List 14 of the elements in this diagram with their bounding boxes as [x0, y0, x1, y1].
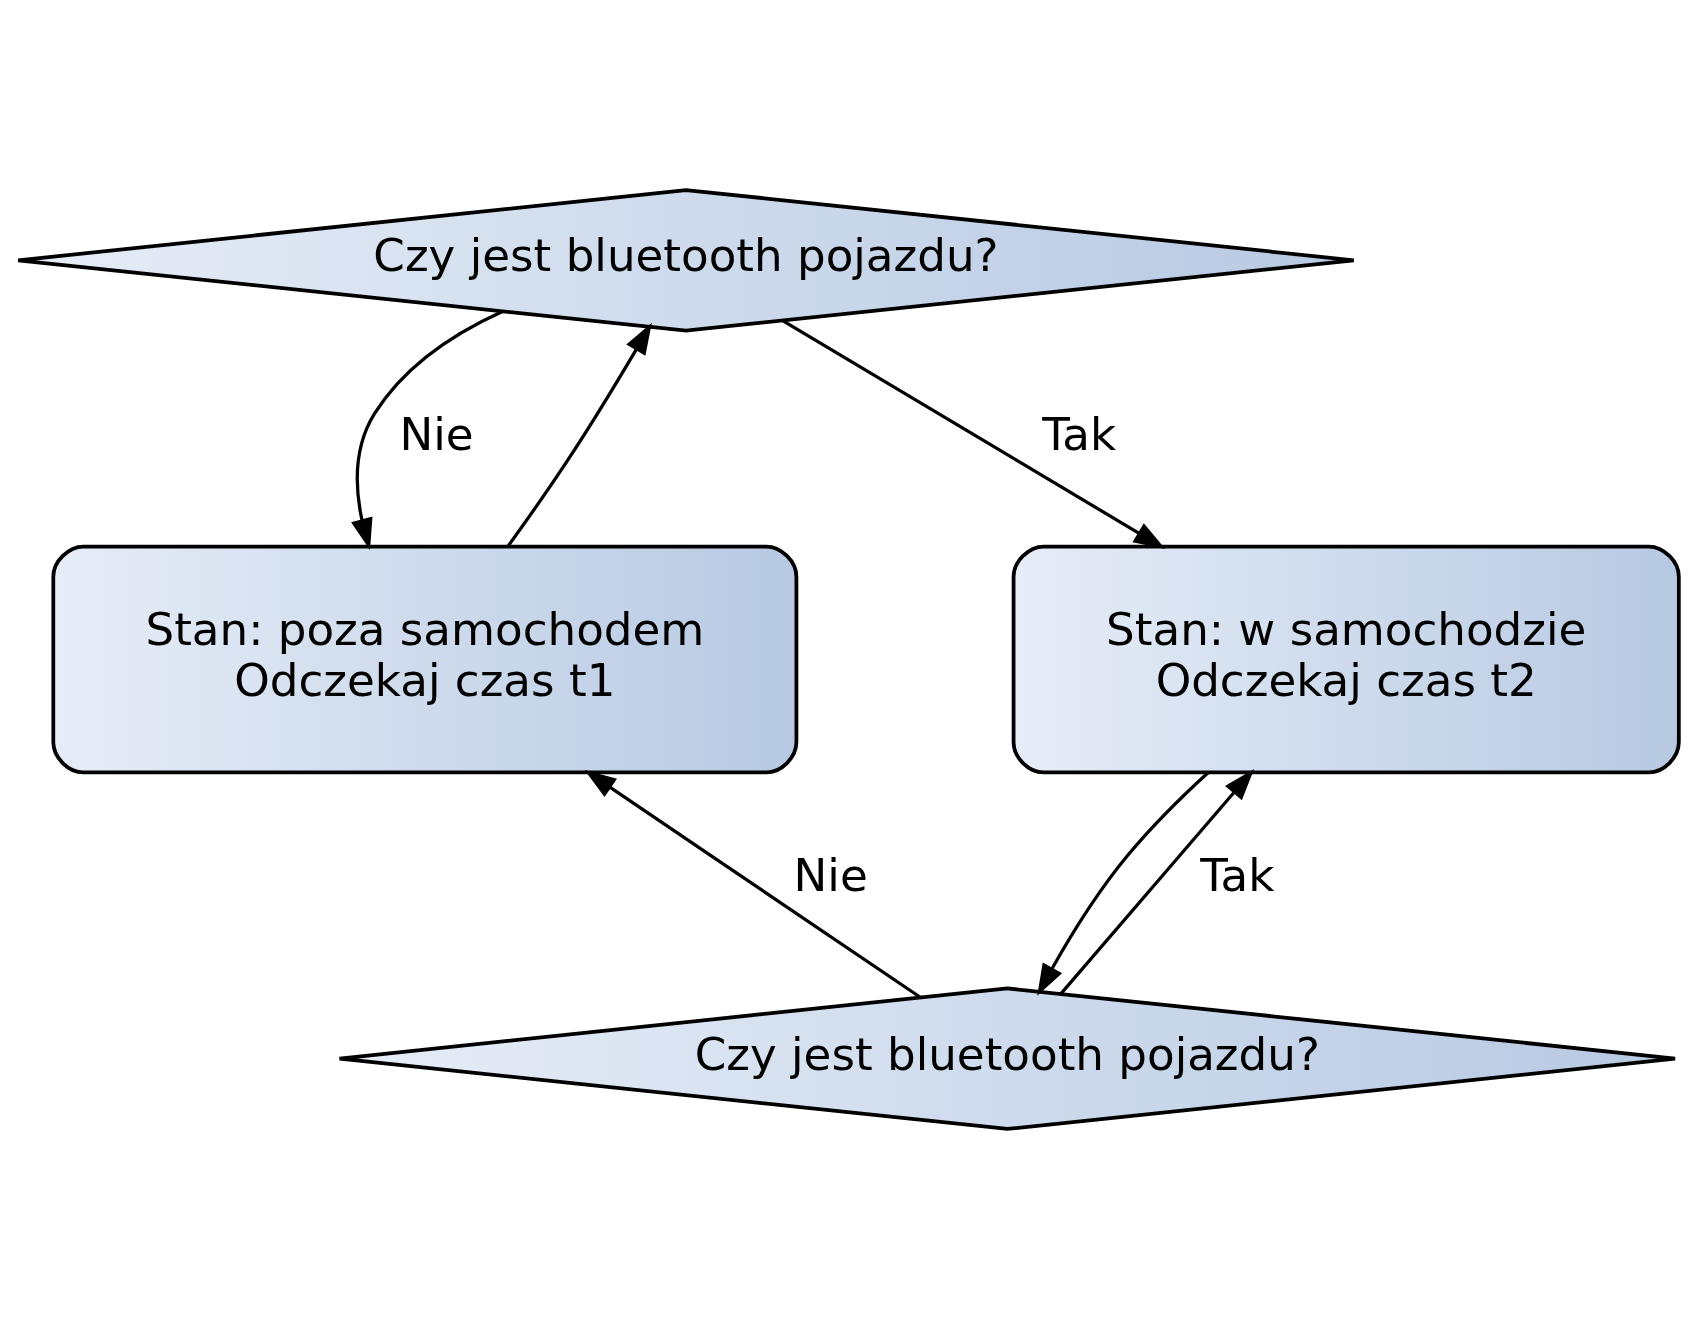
node-diamond: Czy jest bluetooth pojazdu? — [16, 188, 1356, 333]
arrow — [351, 310, 504, 551]
arrow — [1037, 771, 1210, 996]
edge-label: Tak — [1042, 407, 1117, 461]
node-box: Stan: w samochodzie Odczekaj czas t2 — [1011, 544, 1681, 775]
edge-label: Nie — [399, 407, 474, 461]
node-box: Stan: poza samochodem Odczekaj czas t1 — [51, 544, 799, 775]
arrow — [584, 770, 922, 999]
edge-label: Tak — [1200, 849, 1275, 903]
node-diamond: Czy jest bluetooth pojazdu? — [337, 986, 1677, 1131]
arrow — [1059, 769, 1255, 995]
edge-label: Nie — [793, 849, 868, 903]
arrow — [507, 322, 652, 547]
arrow — [781, 319, 1166, 549]
